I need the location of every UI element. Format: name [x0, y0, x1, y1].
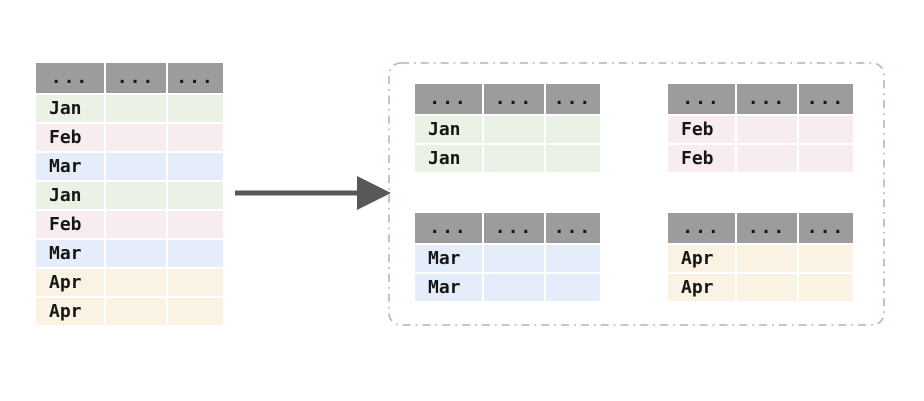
group-header-row: ... ... ... — [415, 213, 600, 245]
empty-cell — [105, 268, 168, 298]
empty-cell — [105, 297, 168, 327]
empty-cell — [736, 244, 799, 274]
table-row: Jan — [415, 115, 600, 145]
header-cell: ... — [736, 213, 799, 245]
row-label-cell: Jan — [36, 181, 106, 211]
table-row: Feb — [668, 144, 853, 174]
empty-cell — [545, 144, 600, 174]
row-label-cell: Mar — [36, 239, 106, 269]
row-label-cell: Jan — [415, 115, 484, 145]
empty-cell — [483, 144, 546, 174]
empty-cell — [167, 181, 223, 211]
table-row: Apr — [668, 244, 853, 274]
row-label-cell: Feb — [36, 123, 106, 153]
empty-cell — [167, 94, 223, 124]
header-cell: ... — [736, 84, 799, 116]
table-row: Apr — [668, 273, 853, 303]
row-label-cell: Mar — [415, 273, 484, 303]
empty-cell — [167, 297, 223, 327]
row-label-cell: Mar — [415, 244, 484, 274]
right-arrow-icon — [235, 176, 391, 210]
dashed-panel-border — [388, 62, 885, 326]
empty-cell — [545, 244, 600, 274]
header-cell: ... — [483, 84, 546, 116]
table-row: Mar — [415, 273, 600, 303]
table-row: Mar — [36, 152, 223, 182]
row-label-cell: Feb — [668, 115, 737, 145]
header-cell: ... — [798, 213, 853, 245]
group-table-apr: ... ... ... Apr Apr — [668, 213, 853, 303]
header-cell: ... — [545, 84, 600, 116]
row-label-cell: Apr — [36, 297, 106, 327]
empty-cell — [736, 273, 799, 303]
table-row: Jan — [36, 94, 223, 124]
empty-cell — [483, 244, 546, 274]
row-label-cell: Jan — [415, 144, 484, 174]
group-table-jan: ... ... ... Jan Jan — [415, 84, 600, 174]
table-row: Mar — [36, 239, 223, 269]
groups-panel: ... ... ... Jan Jan ... ... ... — [388, 62, 885, 326]
table-row: Jan — [36, 181, 223, 211]
header-cell: ... — [36, 63, 106, 95]
empty-cell — [105, 181, 168, 211]
header-cell: ... — [483, 213, 546, 245]
header-cell: ... — [545, 213, 600, 245]
table-row: Jan — [415, 144, 600, 174]
group-table-feb: ... ... ... Feb Feb — [668, 84, 853, 174]
table-row: Apr — [36, 297, 223, 327]
group-table-mar: ... ... ... Mar Mar — [415, 213, 600, 303]
group-header-row: ... ... ... — [668, 84, 853, 116]
table-row: Feb — [668, 115, 853, 145]
empty-cell — [798, 144, 853, 174]
table-row: Apr — [36, 268, 223, 298]
empty-cell — [545, 115, 600, 145]
empty-cell — [798, 244, 853, 274]
table-row: Feb — [36, 123, 223, 153]
empty-cell — [105, 123, 168, 153]
group-header-row: ... ... ... — [668, 213, 853, 245]
empty-cell — [105, 239, 168, 269]
empty-cell — [167, 239, 223, 269]
header-cell: ... — [167, 63, 223, 95]
header-cell: ... — [415, 213, 484, 245]
empty-cell — [167, 268, 223, 298]
row-label-cell: Mar — [36, 152, 106, 182]
header-cell: ... — [798, 84, 853, 116]
row-label-cell: Apr — [36, 268, 106, 298]
empty-cell — [736, 144, 799, 174]
empty-cell — [483, 273, 546, 303]
header-cell: ... — [668, 213, 737, 245]
table-row: Feb — [36, 210, 223, 240]
empty-cell — [167, 152, 223, 182]
empty-cell — [167, 123, 223, 153]
group-header-row: ... ... ... — [415, 84, 600, 116]
empty-cell — [105, 152, 168, 182]
source-header-row: ... ... ... — [36, 63, 223, 95]
empty-cell — [483, 115, 546, 145]
table-row: Mar — [415, 244, 600, 274]
source-table: ... ... ... Jan Feb Mar Jan Feb — [36, 63, 223, 327]
row-label-cell: Apr — [668, 273, 737, 303]
row-label-cell: Jan — [36, 94, 106, 124]
empty-cell — [167, 210, 223, 240]
empty-cell — [105, 210, 168, 240]
empty-cell — [105, 94, 168, 124]
row-label-cell: Feb — [668, 144, 737, 174]
empty-cell — [798, 273, 853, 303]
header-cell: ... — [415, 84, 484, 116]
row-label-cell: Apr — [668, 244, 737, 274]
empty-cell — [545, 273, 600, 303]
row-label-cell: Feb — [36, 210, 106, 240]
empty-cell — [736, 115, 799, 145]
header-cell: ... — [105, 63, 168, 95]
empty-cell — [798, 115, 853, 145]
header-cell: ... — [668, 84, 737, 116]
